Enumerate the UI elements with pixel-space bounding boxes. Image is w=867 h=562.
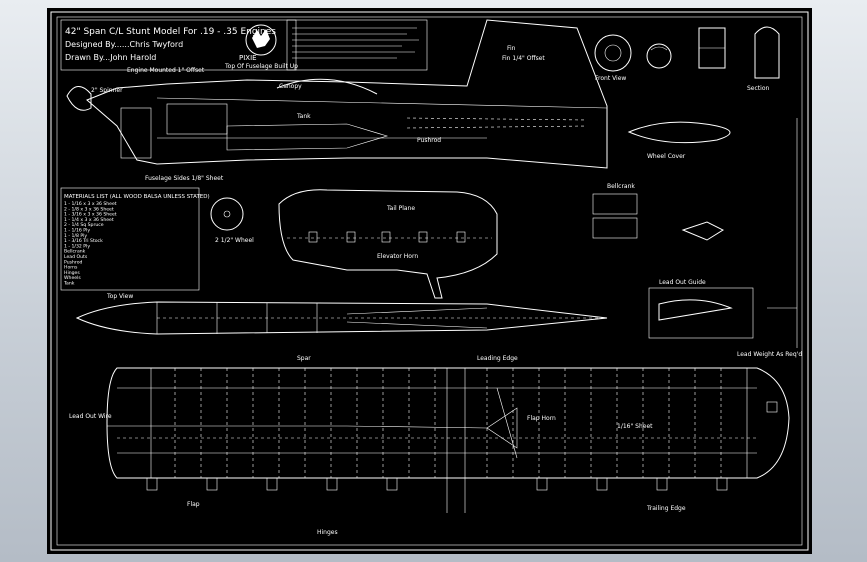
wheel-cover-shape	[627, 121, 731, 144]
label-spinner: 2" Spinner	[91, 87, 123, 94]
canopy-shape	[276, 78, 378, 95]
materials-item: Bellcrank	[64, 249, 86, 255]
label-sheeting: 1/16" Sheet	[617, 423, 653, 430]
label-engine-mount: Engine Mounted 1" Offset	[127, 67, 205, 74]
notes-text-lines	[292, 27, 419, 59]
materials-item: Wheels	[64, 275, 81, 281]
outer-border	[50, 11, 809, 551]
label-front-view: Front View	[595, 75, 626, 82]
materials-item: 1 - 1/32 Ply	[64, 243, 90, 249]
notes-block	[286, 19, 428, 71]
label-wheel-cover: Wheel Cover	[647, 153, 686, 160]
materials-heading: MATERIALS LIST (ALL WOOD BALSA UNLESS ST…	[64, 194, 210, 200]
elevator-horn-detail	[698, 26, 780, 79]
label-flap-horn: Flap Horn	[527, 415, 556, 422]
label-bellcrank: Bellcrank	[607, 183, 635, 190]
label-lead-out-guide: Lead Out Guide	[659, 279, 706, 286]
label-tailplane: Tail Plane	[386, 205, 415, 212]
materials-item: Pushrod	[64, 259, 83, 265]
inner-border	[56, 16, 803, 546]
title-text: 42" Span C/L Stunt Model For .19 - .35 E…	[65, 27, 276, 37]
drafter-text: Drawn By...John Harold	[65, 53, 156, 62]
bellcrank-detail	[592, 193, 754, 339]
spinner-front-view	[594, 34, 672, 72]
label-pushrod: Pushrod	[417, 137, 441, 144]
label-trailing-edge: Trailing Edge	[646, 505, 686, 512]
materials-item: 1 - 3/16 Tri Stock	[64, 238, 103, 244]
label-top-view: Top View	[106, 293, 133, 300]
spinner-shape	[66, 86, 92, 111]
fuselage-top-view	[75, 301, 608, 335]
tailplane-top-view	[278, 189, 498, 299]
label-hinges: Hinges	[317, 529, 338, 536]
label-leading-edge: Leading Edge	[477, 355, 518, 362]
fuselage-side-view	[66, 19, 608, 169]
svg-text:PIXIE: PIXIE	[239, 54, 257, 62]
materials-item: Hinges	[64, 270, 80, 276]
materials-item: 1 - 3/16 x 3 x 36 Sheet	[64, 212, 117, 218]
label-fin-offset: Fin 1/4" Offset	[502, 55, 545, 62]
materials-item: 1 - 1/16 Ply	[64, 228, 90, 234]
materials-item: Tank	[63, 281, 75, 287]
title-block	[60, 19, 297, 71]
materials-box	[60, 187, 200, 291]
materials-item: 1 - 1/16 x 3 x 36 Sheet	[64, 201, 117, 207]
wheel-side-view	[210, 197, 244, 231]
label-wheel: 2 1/2" Wheel	[215, 237, 254, 244]
blueprint-sheet: 42" Span C/L Stunt Model For .19 - .35 E…	[47, 8, 812, 554]
materials-item: Lead Outs	[64, 254, 88, 260]
label-elevator-horn: Elevator Horn	[377, 253, 418, 260]
materials-item: 2 - 1/4 Sq Spruce	[64, 222, 104, 228]
designer-text: Designed By......Chris Twyford	[65, 40, 183, 49]
label-tank: Tank	[296, 113, 311, 120]
tank-shape	[226, 123, 389, 151]
materials-item: Horns	[64, 265, 78, 271]
label-wing-tip-weight: Lead Weight As Req'd	[737, 351, 802, 358]
wing-top-view	[106, 118, 798, 513]
label-flap: Flap	[187, 501, 200, 508]
label-fin: Fin	[507, 45, 516, 52]
label-fuselage-sides: Fuselage Sides 1/8" Sheet	[145, 175, 224, 182]
label-section: Section	[747, 85, 769, 92]
blueprint-drawing: 42" Span C/L Stunt Model For .19 - .35 E…	[50, 11, 809, 551]
engine-shape	[120, 107, 152, 159]
label-leadout: Lead Out Wire	[69, 413, 112, 420]
pixie-logo: PIXIE	[239, 24, 277, 62]
label-fuselage-top: Top Of Fuselage Built Up	[224, 63, 298, 70]
label-canopy: Canopy	[279, 83, 302, 90]
materials-item: 2 - 1/8 x 3 x 36 Sheet	[64, 206, 114, 212]
materials-item: 1 - 1/8 Ply	[64, 233, 87, 239]
materials-item: 1 - 1/4 x 3 x 36 Sheet	[64, 217, 114, 223]
label-spar: Spar	[297, 355, 311, 362]
wing-ribs	[174, 368, 722, 478]
